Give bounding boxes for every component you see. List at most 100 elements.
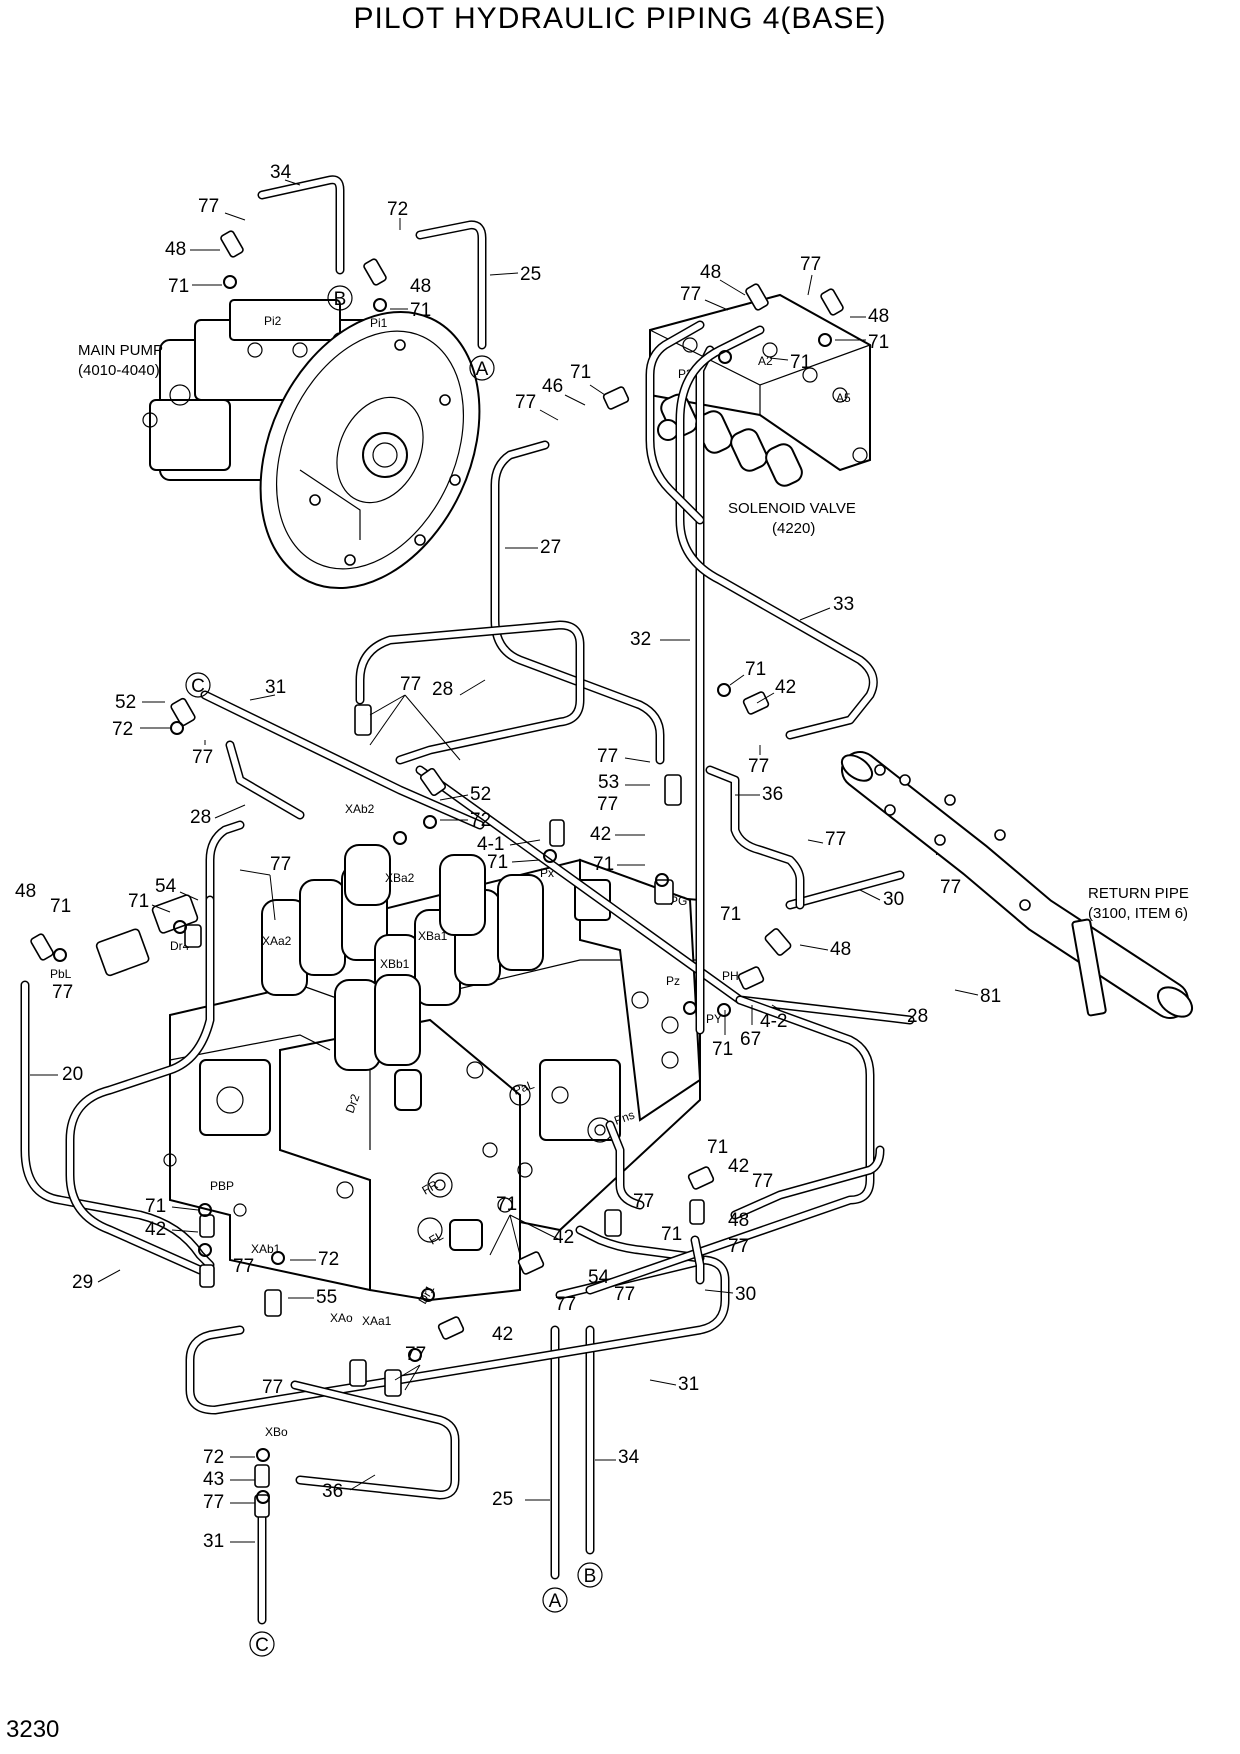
callout-81: 81 — [980, 986, 1001, 1007]
callout-77: 77 — [825, 829, 846, 850]
main-control-valve — [163, 844, 702, 1302]
port-px: Px — [540, 866, 554, 880]
callout-31: 31 — [203, 1531, 224, 1552]
hose-36 — [290, 765, 805, 1500]
callout-34: 34 — [618, 1447, 640, 1468]
connector-a-bottom: A — [542, 1587, 568, 1613]
solenoid-valve-ref: (4220) — [772, 520, 815, 537]
callout-77: 77 — [400, 674, 421, 695]
callout-20: 20 — [62, 1064, 83, 1085]
callout-71: 71 — [168, 276, 189, 297]
svg-text:B: B — [584, 1566, 597, 1587]
main-pump — [142, 299, 481, 590]
callout-42: 42 — [590, 824, 611, 845]
port-pbl: PbL — [50, 967, 72, 981]
callout-71: 71 — [128, 891, 149, 912]
callout-77: 77 — [752, 1171, 773, 1192]
callout-77: 77 — [680, 284, 701, 305]
hose-27 — [490, 440, 665, 765]
fittings — [30, 230, 844, 1518]
solenoid-valve-label: SOLENOID VALVE — [728, 500, 856, 517]
callout-77: 77 — [405, 1344, 426, 1365]
port-pi1: Pi1 — [370, 316, 388, 330]
hose-30 — [575, 870, 905, 1263]
hose-right-loop — [585, 995, 885, 1295]
port-xbb1: XAo — [330, 1311, 353, 1325]
port-pns: Pns — [612, 1108, 636, 1128]
callout-36: 36 — [762, 784, 783, 805]
port-a2: A2 — [758, 354, 773, 368]
callout-28: 28 — [190, 807, 211, 828]
callout-48: 48 — [868, 306, 889, 327]
callout-42: 42 — [775, 677, 796, 698]
callout-53: 53 — [598, 772, 619, 793]
callout-77: 77 — [515, 392, 536, 413]
callout-77: 77 — [198, 196, 219, 217]
callout-48: 48 — [165, 239, 186, 260]
callout-71: 71 — [50, 896, 71, 917]
port-fl: FL — [427, 1228, 446, 1247]
callout-71: 71 — [790, 352, 811, 373]
callout-27: 27 — [540, 537, 561, 558]
connector-b-bottom: B — [577, 1562, 603, 1588]
callout-31: 31 — [678, 1374, 699, 1395]
hose-33 — [645, 320, 878, 740]
callout-77: 77 — [233, 1256, 254, 1277]
callout-25: 25 — [520, 264, 541, 285]
callout-71: 71 — [720, 904, 741, 925]
callout-25: 25 — [492, 1489, 513, 1510]
callout-77: 77 — [614, 1284, 635, 1305]
callout-77: 77 — [597, 794, 618, 815]
callout-77: 77 — [728, 1236, 749, 1257]
port-xba1: XBb1 — [380, 957, 410, 971]
callout-30: 30 — [883, 889, 904, 910]
callout-77: 77 — [940, 877, 961, 898]
main-pump-ref: (4010-4040) — [78, 362, 160, 379]
callouts: 34 77 48 71 72 48 71 25 48 77 77 48 71 7… — [15, 162, 1001, 1552]
callout-77: 77 — [748, 756, 769, 777]
callout-34: 34 — [270, 162, 292, 183]
callout-71: 71 — [868, 332, 889, 353]
port-py: PY — [706, 1012, 722, 1026]
callout-77: 77 — [633, 1191, 654, 1212]
port-xba2: XAa2 — [262, 934, 292, 948]
port-dr2: Dr2 — [343, 1092, 363, 1115]
callout-30: 30 — [735, 1284, 756, 1305]
callout-71: 71 — [496, 1194, 517, 1215]
port-xbo: XBo — [265, 1425, 288, 1439]
hose-28-lower — [205, 820, 245, 905]
callout-4-2: 4-2 — [760, 1011, 787, 1032]
svg-text:C: C — [191, 676, 205, 697]
callout-28: 28 — [907, 1006, 928, 1027]
hose-20 — [20, 980, 215, 1270]
connector-a-top: A — [469, 355, 495, 381]
callout-54: 54 — [155, 876, 177, 897]
callout-29: 29 — [72, 1272, 93, 1293]
svg-text:A: A — [476, 359, 489, 380]
callout-67: 67 — [740, 1029, 761, 1050]
callout-72: 72 — [387, 199, 408, 220]
port-xaa2: XAb1 — [251, 1242, 281, 1256]
callout-42: 42 — [728, 1156, 749, 1177]
connector-b-top: B — [327, 285, 353, 311]
port-pi2: Pi2 — [264, 314, 282, 328]
page-title: PILOT HYDRAULIC PIPING 4(BASE) — [353, 2, 887, 35]
callout-72: 72 — [318, 1249, 339, 1270]
callout-77: 77 — [597, 746, 618, 767]
callout-4-1: 4-1 — [477, 834, 504, 855]
port-ph: PH — [722, 969, 739, 983]
callout-31: 31 — [265, 677, 286, 698]
hose-31 — [185, 690, 730, 1625]
svg-text:C: C — [255, 1635, 269, 1656]
solenoid-valve — [649, 293, 871, 487]
callout-42: 42 — [492, 1324, 513, 1345]
port-a5: A5 — [836, 391, 851, 405]
callout-71: 71 — [661, 1224, 682, 1245]
hose-29 — [65, 895, 215, 1275]
callout-71: 71 — [487, 852, 508, 873]
svg-text:A: A — [549, 1591, 562, 1612]
callout-48: 48 — [830, 939, 851, 960]
callout-71: 71 — [410, 300, 431, 321]
callout-48: 48 — [15, 881, 36, 902]
